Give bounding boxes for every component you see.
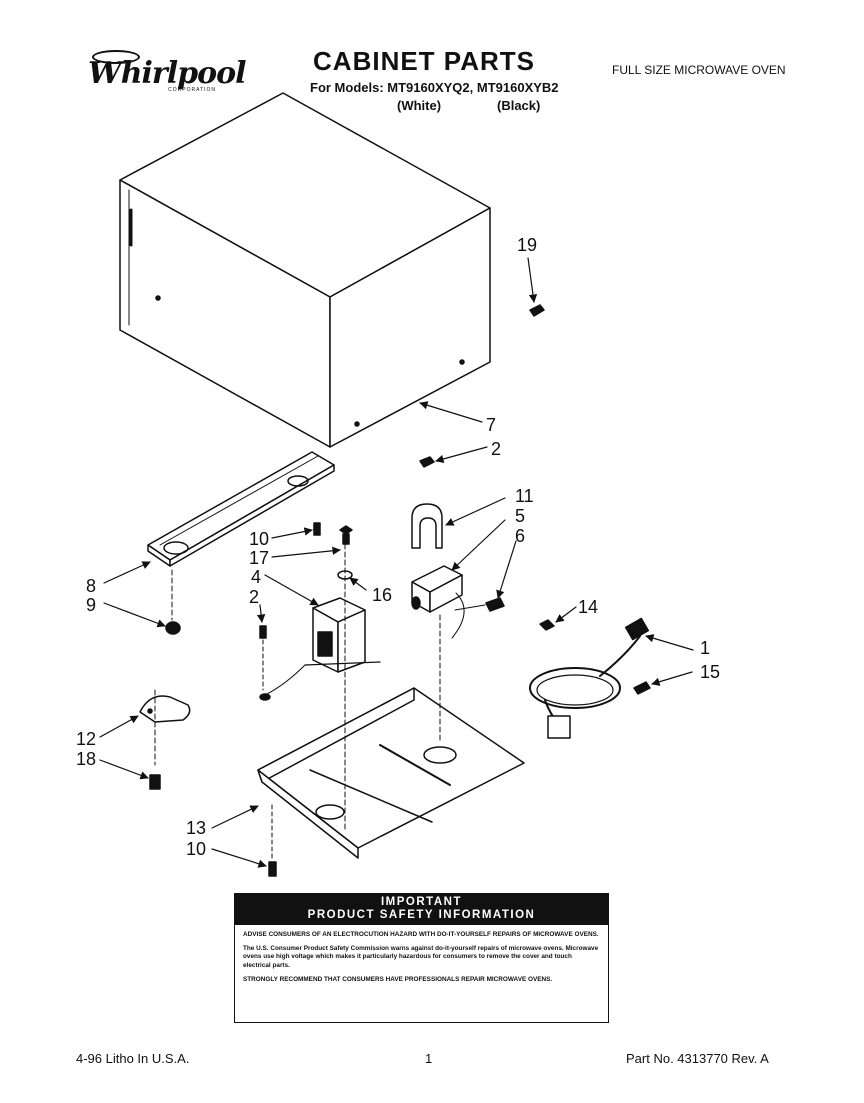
leader-lines [99,257,694,868]
screw-19 [529,304,545,317]
callout-2-lower: 2 [249,587,259,607]
callout-13: 13 [186,818,206,838]
footer-page-number: 1 [425,1051,433,1066]
callout-9: 9 [86,595,96,615]
callout-15: 15 [700,662,720,682]
logo-text: Whirlpool [88,56,246,91]
callout-2-upper: 2 [491,439,501,459]
logo-subtext: CORPORATION [168,87,216,93]
screw-2-lower [259,625,271,701]
transformer [264,597,381,696]
screw-17 [339,525,353,545]
callout-18: 18 [76,749,96,769]
page-title: CABINET PARTS [313,46,535,76]
base-rail [147,451,335,567]
callout-10-lower: 10 [186,839,206,859]
callout-7: 7 [486,415,496,435]
callout-14: 14 [578,597,598,617]
safety-para-2: The U.S. Consumer Product Safety Commiss… [243,945,599,969]
callout-6: 6 [515,526,525,546]
callout-labels: 19 7 2 11 5 6 10 17 4 16 8 9 2 14 1 15 1… [76,235,720,859]
screw-10-lower [268,804,277,877]
callout-1: 1 [700,638,710,658]
safety-heading-2: PRODUCT SAFETY INFORMATION [307,909,536,921]
safety-heading-1: IMPORTANT [380,896,462,908]
base-plate-13 [257,687,525,859]
callout-10-upper: 10 [249,529,269,549]
safety-para-3: STRONGLY RECOMMEND THAT CONSUMERS HAVE P… [243,975,553,983]
models-line: For Models: MT9160XYQ2, MT9160XYB2 [310,80,559,95]
logo-badge-icon [92,50,140,64]
safety-body: ADVISE CONSUMERS OF AN ELECTROCUTION HAZ… [235,925,608,996]
screw-15 [633,681,651,695]
screw-10-upper [313,522,321,536]
safety-notice: IMPORTANT PRODUCT SAFETY INFORMATION ADV… [234,893,609,1023]
foot-9 [165,569,181,635]
callout-4: 4 [251,567,261,587]
variant-black: (Black) [497,98,541,113]
screw-14 [539,619,555,631]
whirlpool-logo: Whirlpool CORPORATION [80,50,246,94]
variant-white: (White) [397,98,442,113]
oven-type-label: FULL SIZE MICROWAVE OVEN [612,63,786,77]
callout-8: 8 [86,576,96,596]
callout-12: 12 [76,729,96,749]
screw-2-upper [419,456,435,468]
bracket-11 [411,503,443,549]
callout-11: 11 [515,486,534,506]
callout-19: 19 [517,235,537,255]
capacitor-5 [411,565,465,639]
assembly-lines [344,543,441,831]
callout-17: 17 [249,548,269,568]
hinge-12 [139,689,191,766]
screw-18 [149,774,161,790]
safety-para-1: ADVISE CONSUMERS OF AN ELECTROCUTION HAZ… [243,931,599,938]
footer-part-number: Part No. 4313770 Rev. A [626,1051,769,1066]
footer-litho: 4-96 Litho In U.S.A. [76,1051,190,1066]
callout-16: 16 [372,585,392,605]
power-cord-1 [529,617,650,739]
callout-5: 5 [515,506,525,526]
diode-6 [454,597,505,612]
safety-heading: IMPORTANT PRODUCT SAFETY INFORMATION [235,894,608,925]
cabinet-wrapper [119,92,491,448]
